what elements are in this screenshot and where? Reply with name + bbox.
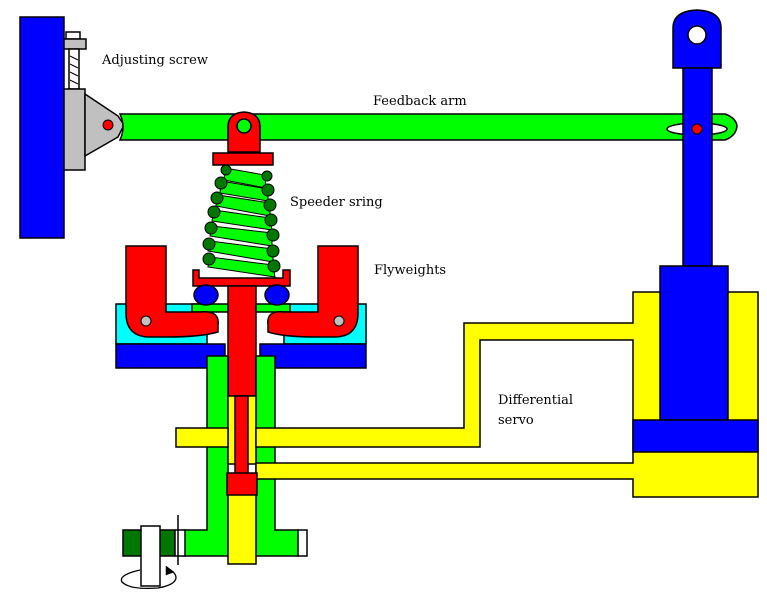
pilot-valve-land (226, 472, 258, 496)
flyweight-left (125, 245, 219, 338)
spring-seat (192, 269, 291, 287)
left-wall (19, 16, 65, 239)
servo-piston-rod (672, 9, 722, 267)
pivot-bracket (63, 88, 125, 171)
spring-clevis (212, 111, 274, 166)
label-feedback-arm: Feedback arm (373, 94, 467, 109)
spindle-upper (227, 285, 257, 397)
speeder-spring (202, 164, 281, 278)
drive-shaft (120, 515, 308, 590)
feedback-arm (118, 113, 738, 141)
label-servo: servo (498, 413, 534, 428)
label-speeder-spring: Speeder sring (290, 195, 383, 210)
rod-pin (691, 123, 703, 135)
left-pivot-pin (102, 119, 114, 131)
label-flyweights: Flyweights (374, 263, 446, 278)
label-differential: Differential (498, 393, 573, 408)
adjusting-screw (63, 31, 87, 90)
label-adjusting-screw: Adjusting screw (101, 53, 208, 68)
servo-piston (632, 419, 759, 453)
servo-rod-in-cylinder (659, 265, 729, 421)
spindle-stem (234, 395, 249, 475)
flyweight-right (267, 245, 359, 338)
